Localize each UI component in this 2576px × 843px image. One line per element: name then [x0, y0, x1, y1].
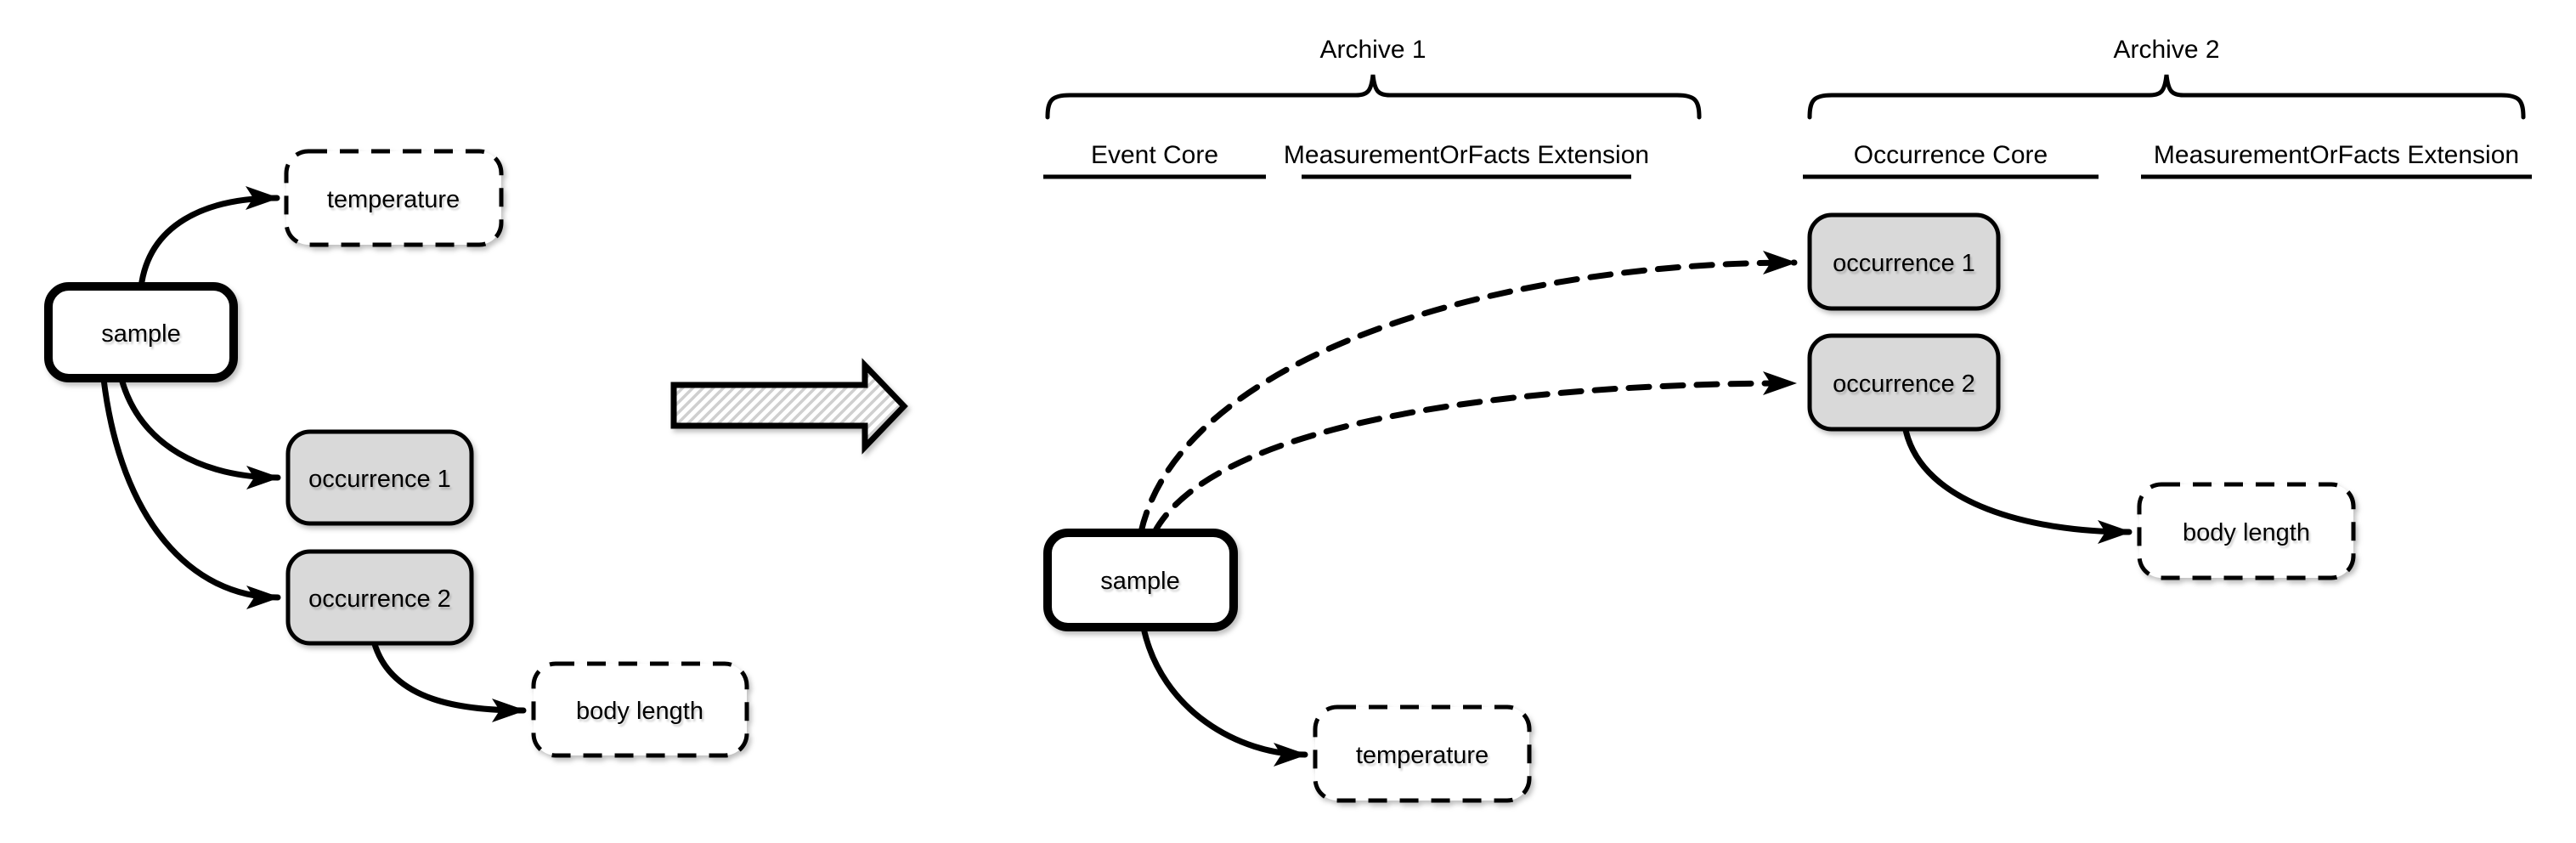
left-sample-box — [44, 282, 238, 382]
right-body-length-box — [2137, 482, 2356, 580]
edge-left-sample-to-occurrence-2 — [100, 376, 281, 609]
transform-arrow-icon — [670, 358, 908, 455]
right-occurrence-2-label: occurrence 2 — [1833, 371, 1975, 398]
archive-1-measurementorfacts-header: MeasurementOrFacts Extension — [1284, 141, 1649, 169]
edge-right-sample-to-occurrence-1 — [1138, 251, 1798, 535]
right-occurrence-1-box — [1807, 212, 2001, 311]
right-sample-box — [1043, 529, 1238, 631]
left-body-length-box — [531, 661, 749, 758]
archive-2-title: Archive 2 — [2113, 36, 2219, 64]
left-occurrence-2-box — [285, 549, 474, 646]
edge-left-sample-to-temperature — [138, 186, 280, 291]
edge-right-occurrence-2-to-body-length — [1902, 427, 2133, 544]
archive-2-occurrence-core-header: Occurrence Core — [1854, 141, 2048, 169]
archive-1-title: Archive 1 — [1319, 36, 1426, 64]
right-occurrence-2-box — [1807, 333, 2001, 432]
right-temperature-label: temperature — [1356, 742, 1489, 769]
archive-1-event-core-header: Event Core — [1091, 141, 1218, 169]
left-occurrence-2-label: occurrence 2 — [308, 586, 451, 613]
left-temperature-label: temperature — [327, 186, 460, 213]
edge-left-sample-to-occurrence-1 — [118, 376, 281, 489]
left-temperature-box — [284, 149, 504, 247]
edge-left-occurrence-2-to-body-length — [371, 641, 527, 722]
left-occurrence-1-label: occurrence 1 — [308, 466, 451, 493]
archive-2-measurementorfacts-header: MeasurementOrFacts Extension — [2154, 141, 2519, 169]
right-occurrence-1-label: occurrence 1 — [1833, 250, 1975, 277]
left-occurrence-1-box — [285, 429, 474, 526]
right-sample-label: sample — [1100, 568, 1180, 595]
edge-right-sample-to-temperature — [1140, 625, 1308, 767]
right-temperature-box — [1313, 704, 1532, 803]
archive-2-brace — [1807, 74, 2526, 120]
right-body-length-label: body length — [2183, 519, 2310, 546]
left-sample-label: sample — [101, 320, 181, 348]
archive-1-brace — [1045, 74, 1702, 120]
left-body-length-label: body length — [576, 698, 703, 725]
edge-right-sample-to-occurrence-2 — [1151, 371, 1798, 535]
